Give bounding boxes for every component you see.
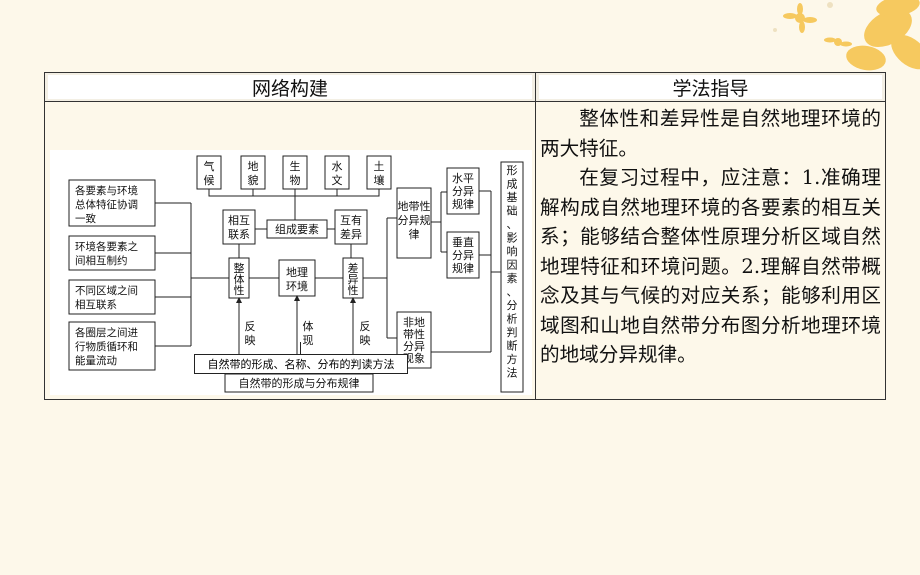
right-column-char: 影 <box>507 232 518 245</box>
vertical-line1: 垂直 <box>452 235 474 249</box>
zonal-line1: 地带性 <box>398 199 431 213</box>
guide-paragraph-2: 在复习过程中，应注意：1.准确理解构成自然地理环境的各要素的相互关系；能够结合整… <box>540 166 881 366</box>
reflect-left-char1: 反 <box>245 320 256 333</box>
right-column-char: 断 <box>507 339 518 353</box>
left-box3-line1: 不同区域之间 <box>75 284 138 297</box>
vertical-line3: 规律 <box>452 261 474 275</box>
header-method-cell: 学法指导 <box>535 72 886 102</box>
left-box4-line3: 能量流动 <box>75 354 117 367</box>
environment-line1: 地理 <box>286 266 308 279</box>
nonzonal-line4: 现象 <box>403 352 425 365</box>
factor-climate-bottom: 候 <box>204 173 215 187</box>
difference-char3: 性 <box>348 283 359 297</box>
left-box2-line2: 间相互制约 <box>75 254 128 267</box>
right-column-label: 形成基础、影响因素、分析判断方法 <box>507 164 518 380</box>
right-column-char: 分 <box>507 299 518 312</box>
factor-landform-bottom: 貌 <box>248 173 259 187</box>
right-column-char: 基 <box>507 191 518 204</box>
content-table: 网络构建 学法指导 <box>44 72 886 406</box>
right-column-char: 、 <box>507 218 518 231</box>
right-column-char: 素 <box>507 272 518 285</box>
left-box1-line2: 总体特征协调 <box>75 198 138 211</box>
right-column-char: 析 <box>507 312 518 326</box>
belt-read-connector <box>300 342 301 354</box>
left-box3-line2: 相互联系 <box>75 298 117 311</box>
guide-cell: 整体性和差异性是自然地理环境的两大特征。 在复习过程中，应注意：1.准确理解构成… <box>535 101 886 400</box>
vertical-line2: 分异 <box>452 249 474 262</box>
embody-char1: 体 <box>303 319 314 333</box>
zonal-line3: 律 <box>409 228 420 241</box>
belt-rule-label: 自然带的形成与分布规律 <box>239 376 360 390</box>
belt-read-label: 自然带的形成、名称、分布的判读方法 <box>207 358 395 371</box>
header-network-cell: 网络构建 <box>44 72 536 102</box>
concept-map: 气 候 地 貌 生 物 水 文 土 壤 组成要素 相互 联系 互有 差异 整 <box>50 150 532 406</box>
reflect-right-char2: 映 <box>360 334 371 347</box>
right-column-char: 、 <box>507 286 518 299</box>
differences-line1: 互有 <box>340 213 362 227</box>
composition-label: 组成要素 <box>275 222 319 236</box>
factor-soil-bottom: 壤 <box>374 173 385 187</box>
horizontal-line1: 水平 <box>452 172 474 185</box>
left-box1-line3: 一致 <box>75 212 96 225</box>
right-column-char: 形 <box>507 164 518 177</box>
factor-hydrology-bottom: 文 <box>332 173 343 187</box>
factor-soil-top: 土 <box>374 160 385 173</box>
right-column-char: 方 <box>507 352 518 366</box>
header-method: 学法指导 <box>539 75 882 100</box>
right-column-char: 因 <box>507 259 518 272</box>
mutual-link-line2: 联系 <box>228 228 250 241</box>
right-column-char: 判 <box>507 326 518 339</box>
guide-text: 整体性和差异性是自然地理环境的两大特征。 在复习过程中，应注意：1.准确理解构成… <box>540 104 881 370</box>
nonzonal-line3: 分异 <box>403 340 425 353</box>
factor-biology-top: 生 <box>290 159 301 173</box>
left-box4-line2: 行物质循环和 <box>75 340 138 353</box>
belt-read-box: 自然带的形成、名称、分布的判读方法 <box>194 354 408 374</box>
right-column-char: 础 <box>507 205 518 218</box>
nonzonal-line1: 非地 <box>403 316 425 329</box>
embody-char2: 现 <box>303 334 314 347</box>
reflect-left-char2: 映 <box>245 334 256 347</box>
left-box4-line1: 各圈层之间进 <box>75 326 138 339</box>
wholeness-char1: 整 <box>234 261 245 275</box>
right-column-char: 法 <box>507 366 518 380</box>
flower-decoration <box>773 0 920 71</box>
reflect-right-char1: 反 <box>360 320 371 333</box>
factor-biology-bottom: 物 <box>290 173 301 187</box>
factor-landform-top: 地 <box>248 160 259 173</box>
header-network: 网络构建 <box>48 75 532 100</box>
right-column-char: 响 <box>507 245 518 258</box>
difference-char1: 差 <box>348 261 359 275</box>
zonal-line2: 分异规 <box>398 213 431 227</box>
horizontal-line2: 分异 <box>452 185 474 198</box>
factor-hydrology-top: 水 <box>332 160 343 173</box>
horizontal-line3: 规律 <box>452 197 474 211</box>
nonzonal-line2: 带性 <box>403 327 425 341</box>
difference-char2: 异 <box>348 273 359 286</box>
environment-line2: 环境 <box>286 279 308 293</box>
guide-paragraph-1: 整体性和差异性是自然地理环境的两大特征。 <box>540 107 881 160</box>
mutual-link-line1: 相互 <box>228 214 250 227</box>
left-box1-line1: 各要素与环境 <box>75 184 138 197</box>
right-column-char: 成 <box>507 178 518 191</box>
differences-line2: 差异 <box>340 227 362 241</box>
wholeness-char3: 性 <box>234 283 245 297</box>
factor-climate-top: 气 <box>204 159 215 173</box>
wholeness-char2: 体 <box>234 272 245 286</box>
left-box2-line1: 环境各要素之 <box>75 240 138 253</box>
